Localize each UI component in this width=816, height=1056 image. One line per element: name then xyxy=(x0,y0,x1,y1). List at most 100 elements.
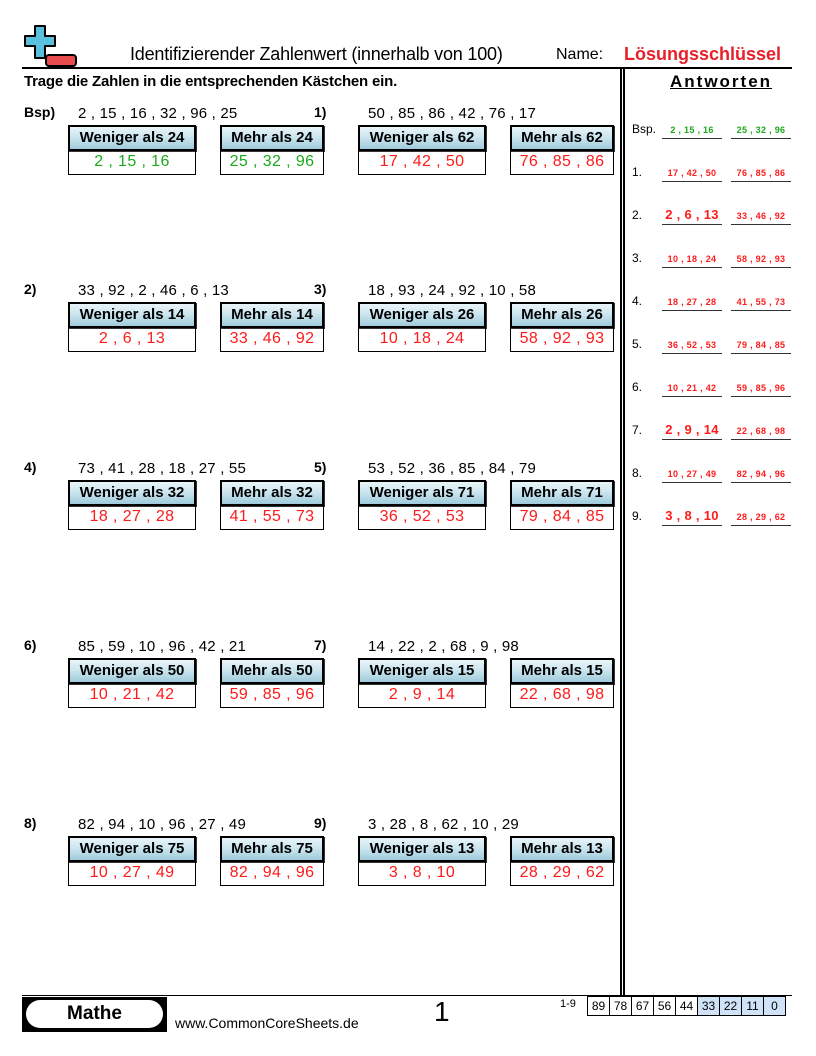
more-than-box: Mehr als 13 28 , 29 , 62 xyxy=(510,836,614,886)
more-than-header: Mehr als 62 xyxy=(510,125,614,151)
answer-less: 36 , 52 , 53 xyxy=(662,339,722,354)
number-list: 14 , 22 , 2 , 68 , 9 , 98 xyxy=(368,638,519,655)
score-cell: 0 xyxy=(763,997,785,1015)
more-than-header: Mehr als 75 xyxy=(220,836,324,862)
less-than-header: Weniger als 71 xyxy=(358,480,486,506)
less-than-header: Weniger als 50 xyxy=(68,658,196,684)
answer-less: 10 , 21 , 42 xyxy=(662,382,722,397)
footer-divider xyxy=(22,995,792,996)
answers-title: Antworten xyxy=(670,72,773,91)
problem-label: Bsp) xyxy=(24,104,56,120)
more-than-answer[interactable]: 41 , 55 , 73 xyxy=(220,506,324,530)
less-than-answer[interactable]: 10 , 18 , 24 xyxy=(358,328,486,352)
less-than-box: Weniger als 13 3 , 8 , 10 xyxy=(358,836,486,886)
more-than-header: Mehr als 50 xyxy=(220,658,324,684)
less-than-answer[interactable]: 3 , 8 , 10 xyxy=(358,862,486,886)
more-than-box: Mehr als 50 59 , 85 , 96 xyxy=(220,658,324,708)
answer-row-6: 6. 10 , 21 , 42 59 , 85 , 96 xyxy=(632,380,802,400)
plus-minus-logo-icon xyxy=(24,25,77,67)
answer-less: 2 , 9 , 14 xyxy=(662,421,722,440)
score-cell: 11 xyxy=(741,997,763,1015)
less-than-header: Weniger als 24 xyxy=(68,125,196,151)
answer-row-example: Bsp. 2 , 15 , 16 25 , 32 , 96 xyxy=(632,122,802,142)
score-cell: 22 xyxy=(719,997,741,1015)
answer-number: 4. xyxy=(632,294,643,308)
number-list: 2 , 15 , 16 , 32 , 96 , 25 xyxy=(78,105,238,122)
answer-number: 2. xyxy=(632,208,643,222)
answer-row-1: 1. 17 , 42 , 50 76 , 85 , 86 xyxy=(632,165,802,185)
more-than-answer[interactable]: 28 , 29 , 62 xyxy=(510,862,614,886)
problem-5: 5) 53 , 52 , 36 , 85 , 84 , 79 Weniger a… xyxy=(314,459,614,539)
more-than-answer[interactable]: 58 , 92 , 93 xyxy=(510,328,614,352)
number-list: 3 , 28 , 8 , 62 , 10 , 29 xyxy=(368,816,519,833)
less-than-box: Weniger als 71 36 , 52 , 53 xyxy=(358,480,486,530)
less-than-answer[interactable]: 2 , 9 , 14 xyxy=(358,684,486,708)
answer-row-8: 8. 10 , 27 , 49 82 , 94 , 96 xyxy=(632,466,802,486)
answer-number: 5. xyxy=(632,337,643,351)
answer-more: 82 , 94 , 96 xyxy=(731,468,791,483)
more-than-header: Mehr als 71 xyxy=(510,480,614,506)
answer-less: 10 , 18 , 24 xyxy=(662,253,722,268)
number-list: 85 , 59 , 10 , 96 , 42 , 21 xyxy=(78,638,247,655)
problem-example: Bsp) 2 , 15 , 16 , 32 , 96 , 25 Weniger … xyxy=(24,104,324,184)
less-than-answer[interactable]: 2 , 6 , 13 xyxy=(68,328,196,352)
more-than-answer[interactable]: 79 , 84 , 85 xyxy=(510,506,614,530)
more-than-box: Mehr als 75 82 , 94 , 96 xyxy=(220,836,324,886)
worksheet-title: Identifizierender Zahlenwert (innerhalb … xyxy=(130,44,503,64)
subject-label: Mathe xyxy=(26,1000,163,1028)
more-than-answer[interactable]: 82 , 94 , 96 xyxy=(220,862,324,886)
less-than-answer[interactable]: 10 , 21 , 42 xyxy=(68,684,196,708)
more-than-answer[interactable]: 22 , 68 , 98 xyxy=(510,684,614,708)
problem-label: 9) xyxy=(314,815,327,831)
more-than-answer[interactable]: 33 , 46 , 92 xyxy=(220,328,324,352)
less-than-box: Weniger als 75 10 , 27 , 49 xyxy=(68,836,196,886)
more-than-header: Mehr als 32 xyxy=(220,480,324,506)
number-list: 18 , 93 , 24 , 92 , 10 , 58 xyxy=(368,282,537,299)
answer-less: 3 , 8 , 10 xyxy=(662,507,722,526)
answer-more: 22 , 68 , 98 xyxy=(731,425,791,440)
answer-row-9: 9. 3 , 8 , 10 28 , 29 , 62 xyxy=(632,507,802,529)
problem-6: 6) 85 , 59 , 10 , 96 , 42 , 21 Weniger a… xyxy=(24,637,324,717)
answer-more: 25 , 32 , 96 xyxy=(731,124,791,139)
problem-label: 7) xyxy=(314,637,327,653)
more-than-answer[interactable]: 25 , 32 , 96 xyxy=(220,151,324,175)
answer-more: 79 , 84 , 85 xyxy=(731,339,791,354)
more-than-answer[interactable]: 59 , 85 , 96 xyxy=(220,684,324,708)
less-than-box: Weniger als 32 18 , 27 , 28 xyxy=(68,480,196,530)
less-than-answer[interactable]: 18 , 27 , 28 xyxy=(68,506,196,530)
problem-label: 8) xyxy=(24,815,37,831)
answer-row-7: 7. 2 , 9 , 14 22 , 68 , 98 xyxy=(632,421,802,443)
less-than-header: Weniger als 32 xyxy=(68,480,196,506)
page-number: 1 xyxy=(434,996,450,1027)
score-cell: 33 xyxy=(697,997,719,1015)
less-than-box: Weniger als 14 2 , 6 , 13 xyxy=(68,302,196,352)
less-than-answer[interactable]: 36 , 52 , 53 xyxy=(358,506,486,530)
subject-badge: Mathe xyxy=(22,997,167,1032)
number-list: 50 , 85 , 86 , 42 , 76 , 17 xyxy=(368,105,537,122)
answer-more: 59 , 85 , 96 xyxy=(731,382,791,397)
answer-row-5: 5. 36 , 52 , 53 79 , 84 , 85 xyxy=(632,337,802,357)
less-than-answer[interactable]: 2 , 15 , 16 xyxy=(68,151,196,175)
less-than-header: Weniger als 26 xyxy=(358,302,486,328)
column-divider xyxy=(620,68,625,996)
number-list: 73 , 41 , 28 , 18 , 27 , 55 xyxy=(78,460,247,477)
problem-1: 1) 50 , 85 , 86 , 42 , 76 , 17 Weniger a… xyxy=(314,104,614,184)
less-than-box: Weniger als 24 2 , 15 , 16 xyxy=(68,125,196,175)
problem-label: 6) xyxy=(24,637,37,653)
answer-less: 2 , 6 , 13 xyxy=(662,206,722,225)
less-than-box: Weniger als 50 10 , 21 , 42 xyxy=(68,658,196,708)
name-label: Name: xyxy=(556,46,604,63)
more-than-answer[interactable]: 76 , 85 , 86 xyxy=(510,151,614,175)
less-than-answer[interactable]: 10 , 27 , 49 xyxy=(68,862,196,886)
problem-8: 8) 82 , 94 , 10 , 96 , 27 , 49 Weniger a… xyxy=(24,815,324,895)
score-cell: 78 xyxy=(609,997,631,1015)
answer-number: 1. xyxy=(632,165,643,179)
less-than-answer[interactable]: 17 , 42 , 50 xyxy=(358,151,486,175)
website-link[interactable]: www.CommonCoreSheets.de xyxy=(175,1015,359,1031)
problem-label: 3) xyxy=(314,281,327,297)
problem-3: 3) 18 , 93 , 24 , 92 , 10 , 58 Weniger a… xyxy=(314,281,614,361)
problem-7: 7) 14 , 22 , 2 , 68 , 9 , 98 Weniger als… xyxy=(314,637,614,717)
name-value: Lösungsschlüssel xyxy=(624,44,782,64)
problem-label: 2) xyxy=(24,281,37,297)
problem-label: 5) xyxy=(314,459,327,475)
